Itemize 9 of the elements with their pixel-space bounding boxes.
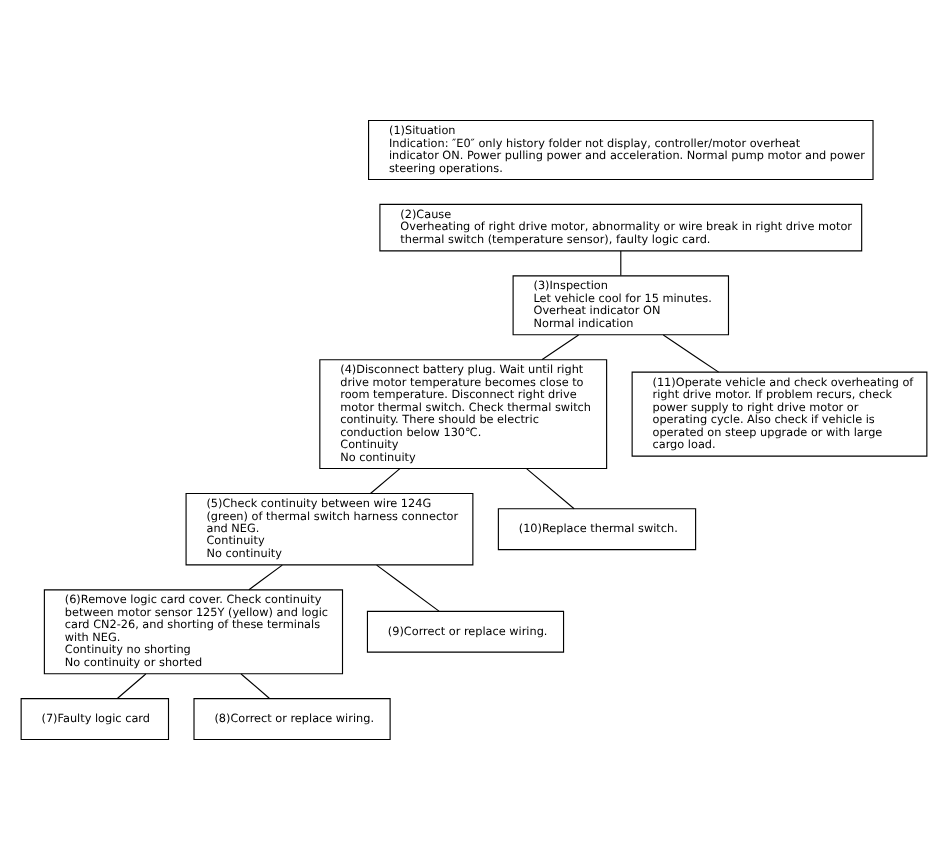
connector: [248, 564, 283, 591]
connector: [620, 250, 622, 276]
connector: [117, 673, 147, 699]
connector: [376, 564, 440, 612]
connector: [662, 334, 720, 373]
connector: [240, 673, 270, 699]
connector: [541, 334, 580, 361]
connector: [526, 468, 575, 510]
connector: [369, 468, 401, 495]
